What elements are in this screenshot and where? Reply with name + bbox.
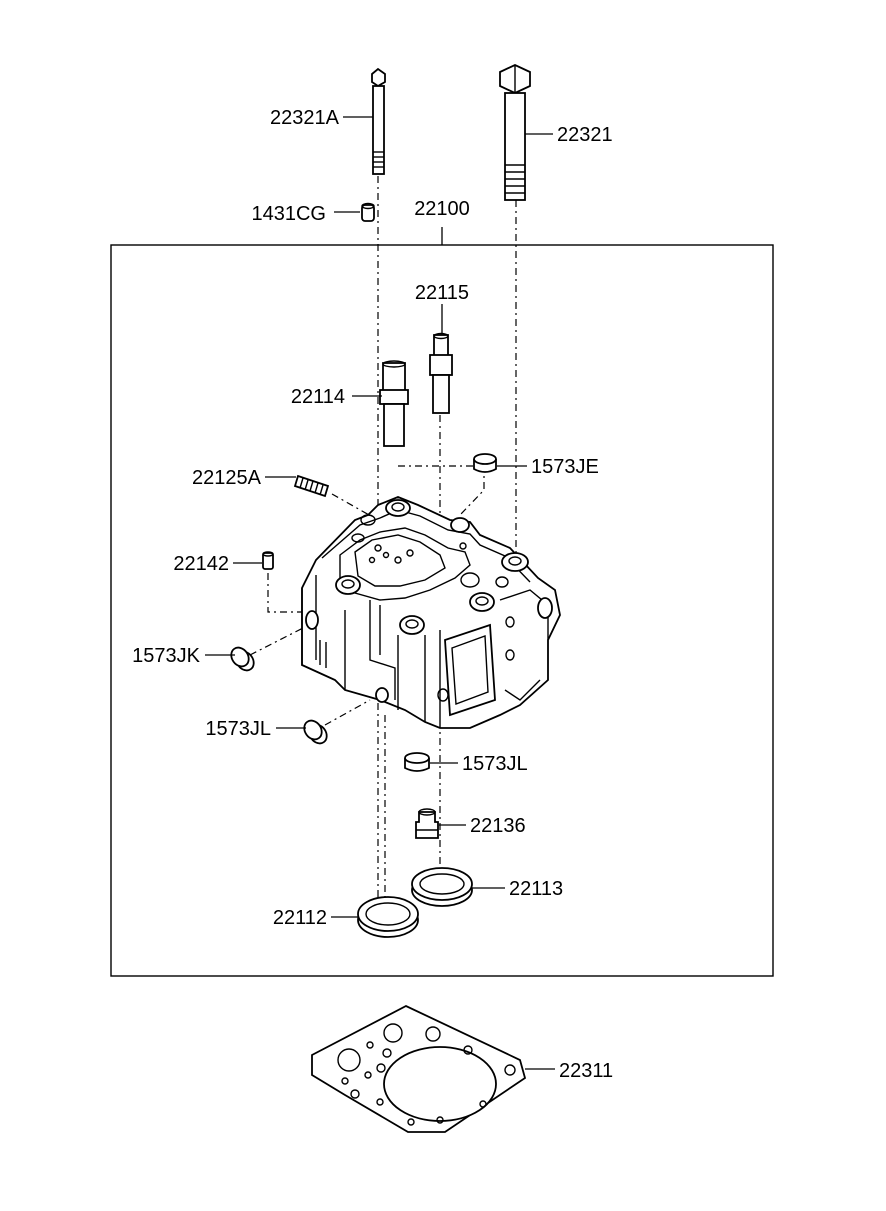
label-22114: 22114 [291,386,345,408]
cylinder-head [301,496,561,729]
ring-22113 [411,867,473,907]
stud-22125A [293,474,330,498]
gasket-22311 [311,1004,527,1133]
leader-lines [205,116,555,1070]
label-22321A: 22321A [270,107,340,129]
plug-1573JK [230,646,255,672]
label-1573JL-right: 1573JL [462,753,528,775]
dowel-22142 [262,551,274,570]
label-22311: 22311 [559,1060,613,1082]
part-labels: 22321A 22321 1431CG 22100 22115 22114 22… [132,107,613,1082]
label-1573JL-left: 1573JL [205,718,271,740]
part-22136 [415,808,439,839]
label-22142: 22142 [173,553,229,575]
label-1431CG: 1431CG [252,203,327,225]
label-22100: 22100 [414,198,470,220]
valve-guide-22114 [379,360,409,447]
label-1573JK: 1573JK [132,645,200,667]
ring-22112 [357,896,419,938]
bolt-22321A [371,67,386,175]
plug-1573JL-right [404,752,430,772]
label-22115: 22115 [415,282,469,304]
pin-1431CG [361,202,375,222]
label-22136: 22136 [470,815,526,837]
label-22112: 22112 [273,907,327,929]
valve-guide-22115 [429,332,453,414]
bolt-22321 [499,64,531,201]
plug-1573JL-left [303,719,328,745]
label-22125A: 22125A [192,467,262,489]
label-22321: 22321 [557,124,613,146]
plug-1573JE [473,453,497,473]
label-22113: 22113 [509,878,563,900]
label-1573JE: 1573JE [531,456,599,478]
